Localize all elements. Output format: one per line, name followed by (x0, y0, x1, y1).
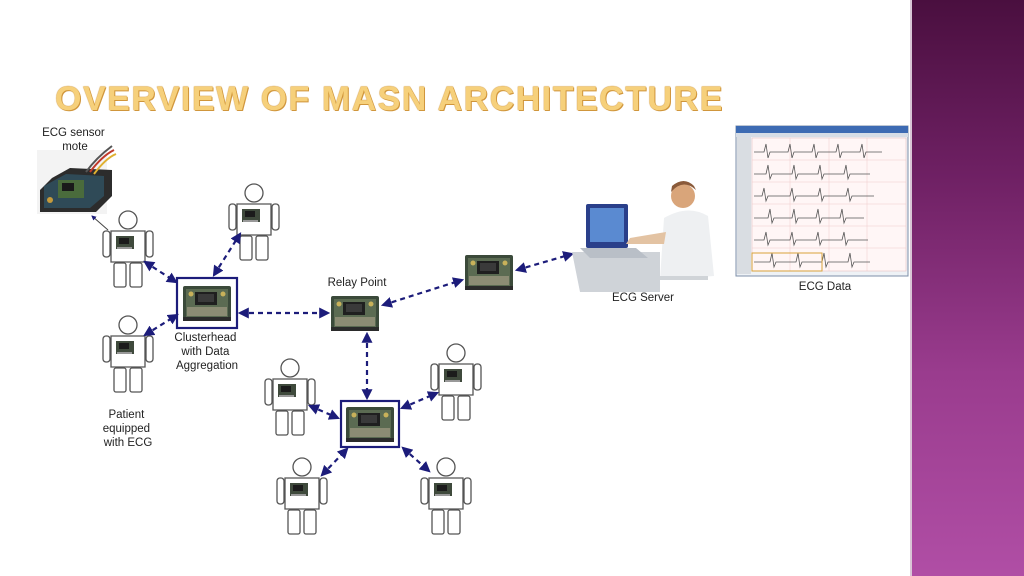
patient-label: Patient equipped with ECG (103, 409, 154, 449)
connection-arrows (143, 232, 575, 477)
patient-figure (420, 457, 472, 535)
mote-pointer-arrow (91, 215, 109, 231)
link-arrow (143, 260, 178, 284)
ecg-data-label: ECG Data (799, 281, 852, 293)
patient-figure (102, 315, 154, 393)
relay-point-board (331, 296, 379, 331)
link-arrow (143, 313, 179, 337)
link-arrow (514, 251, 575, 273)
link-arrow (401, 446, 431, 473)
patient-figure (228, 183, 280, 261)
slide-title: Overview of MASN Architecture (55, 80, 724, 118)
clusterhead-board (346, 407, 394, 442)
patient-figure (102, 210, 154, 288)
link-arrow (399, 391, 440, 410)
relay-point-board (465, 255, 513, 290)
link-arrow (320, 447, 349, 477)
patient-figure (264, 358, 316, 436)
masn-architecture-diagram: ECG sensor mote Clusterhead with Data Ag… (37, 125, 909, 535)
patient-figure (430, 343, 482, 421)
decorative-sidebar (912, 0, 1024, 576)
ecg-data-screenshot (735, 125, 909, 277)
sidebar-edge (910, 0, 912, 576)
sensor-mote-label: ECG sensor mote (42, 127, 108, 153)
link-arrow (212, 232, 242, 277)
relay-point-label: Relay Point (328, 277, 388, 289)
clusterhead-label: Clusterhead with Data Aggregation (174, 332, 239, 372)
ecg-server-label: ECG Server (612, 292, 674, 304)
patient-figure (276, 457, 328, 535)
link-arrow (307, 404, 341, 420)
ecg-server-illustration (572, 181, 714, 292)
ecg-sensor-mote-photo (37, 145, 117, 214)
link-arrow (380, 277, 465, 308)
clusterhead-board (183, 286, 231, 321)
